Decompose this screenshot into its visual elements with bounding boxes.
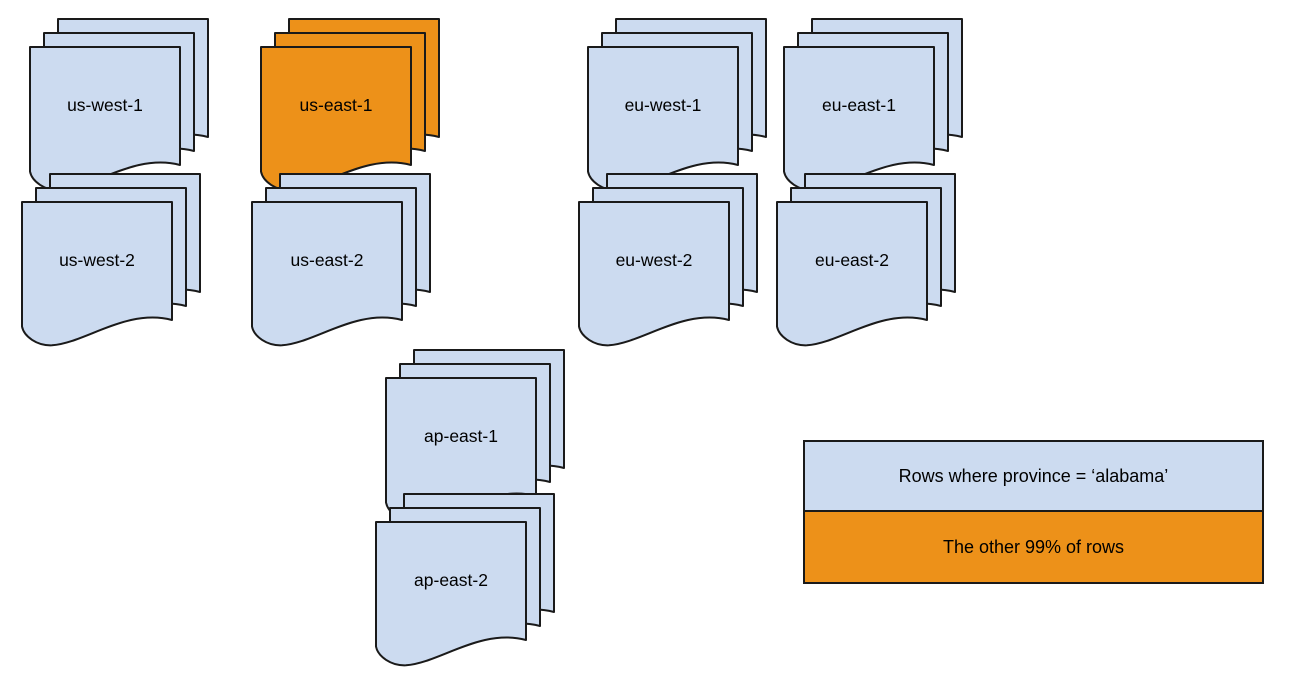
region-stack-ap-east-1[interactable]: ap-east-1 — [384, 348, 568, 534]
region-stack-ap-east-2[interactable]: ap-east-2 — [374, 492, 558, 678]
document-sheet — [375, 521, 527, 667]
document-sheet — [776, 201, 928, 347]
legend-row-alabama: Rows where province = ‘alabama’ — [805, 442, 1262, 512]
document-sheet — [251, 201, 403, 347]
document-sheet — [260, 46, 412, 192]
document-stack-icon — [587, 18, 767, 192]
document-stack-icon — [783, 18, 963, 192]
document-sheet — [587, 46, 739, 192]
document-sheet — [783, 46, 935, 192]
document-stack-icon — [776, 173, 956, 347]
legend-row-other-rows: The other 99% of rows — [805, 512, 1262, 582]
region-stack-us-east-2[interactable]: us-east-2 — [250, 172, 434, 358]
region-stack-us-west-1[interactable]: us-west-1 — [28, 17, 212, 203]
document-stack-icon — [578, 173, 758, 347]
document-stack-icon — [260, 18, 440, 192]
region-stack-us-east-1[interactable]: us-east-1 — [259, 17, 443, 203]
document-stack-icon — [251, 173, 431, 347]
region-stack-us-west-2[interactable]: us-west-2 — [20, 172, 204, 358]
legend: Rows where province = ‘alabama’ The othe… — [803, 440, 1264, 584]
document-stack-icon — [21, 173, 201, 347]
document-sheet — [578, 201, 730, 347]
document-stack-icon — [385, 349, 565, 523]
document-stack-icon — [375, 493, 555, 667]
document-sheet — [29, 46, 181, 192]
region-stack-eu-east-2[interactable]: eu-east-2 — [775, 172, 959, 358]
region-stack-eu-west-2[interactable]: eu-west-2 — [577, 172, 761, 358]
document-sheet — [21, 201, 173, 347]
document-stack-icon — [29, 18, 209, 192]
